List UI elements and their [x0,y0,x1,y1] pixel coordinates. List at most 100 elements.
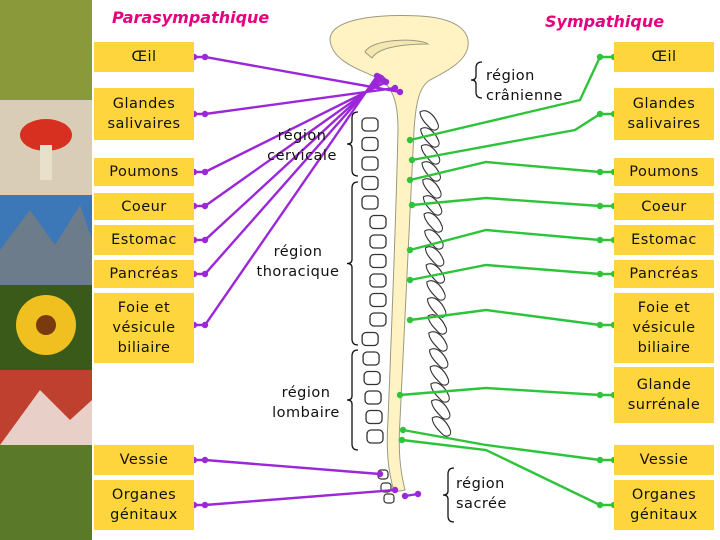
right-organ-pancreas: Pancréas [614,260,714,288]
photo-strip [0,0,92,540]
right-organ-bladder: Vessie [614,445,714,475]
region-cervical-label: région cervicale [267,128,337,164]
forest-photo [0,445,92,540]
vertebra [369,214,387,230]
para-nerve-bladder-node [376,470,384,478]
vertebra [361,136,379,152]
sacral-bracket [442,467,455,523]
symp-nerve-bladder [402,428,614,462]
region-sacral-label: région sacrée [456,476,507,512]
left-organ-lungs: Poumons [94,158,194,186]
left-organ-salivary-glands: Glandes salivaires [94,88,194,140]
symp-nerve-heart-node [408,201,416,209]
para-nerve-eye-node [396,88,404,96]
symp-nerve-liver-node [406,316,414,324]
sympathetic-ganglion [426,297,447,318]
sympathetic-title: Sympathique [545,12,665,31]
sympathetic-ganglion [431,399,451,420]
para-nerve-liver [194,75,378,327]
symp-nerve-bladder-node [596,456,604,464]
left-organ-liver-gallbladder: Foie et vésicule biliaire [94,293,194,363]
sympathetic-ganglion [421,161,441,182]
symp-nerve-liver-node [596,321,604,329]
symp-nerve-genitals [401,438,614,507]
region-cranial-label: région crânienne [486,68,563,104]
para-nerve-sacral-stub-node [401,492,409,500]
symp-nerve-salivary-node [408,156,416,164]
left-organ-eye: Œil [94,42,194,72]
para-nerve-genitals-node [391,486,399,494]
para-nerve-sacral-stub-node [414,490,422,498]
symp-nerve-heart-node [596,202,604,210]
para-nerve-genitals-node [201,501,209,509]
left-organ-genitals: Organes génitaux [94,480,194,530]
sympathetic-ganglion [422,195,443,216]
symp-nerve-salivary-node [596,110,604,118]
symp-nerve-stomach-node [596,236,604,244]
sympathetic-ganglion [420,144,441,165]
sympathetic-ganglion [425,263,446,284]
cranial-bracket [470,61,483,99]
vertebra [369,253,387,269]
symp-nerve-pancreas-node [406,276,414,284]
sympathetic-ganglion [419,110,439,131]
symp-nerve-lungs-node [596,168,604,176]
vertebra [362,351,380,366]
sympathetic-ganglion [426,280,446,301]
symp-nerve-heart [411,196,614,208]
symp-nerve-eye-node [406,136,414,144]
para-nerve-genitals [194,488,396,507]
symp-nerve-eye-node [596,53,604,61]
tree-photo [0,0,92,100]
symp-nerve-salivary [411,112,614,162]
vertebra [364,390,382,405]
right-organ-liver-gallbladder: Foie et vésicule biliaire [614,293,714,363]
para-nerve-liver-node [201,321,209,329]
region-thoracic-label: région thoracique [256,244,340,280]
symp-nerve-stomach [409,228,614,252]
para-nerve-heart-node [201,202,209,210]
para-nerve-salivary-node [391,84,399,92]
sympathetic-ganglion [428,331,448,352]
symp-nerve-adrenal-node [596,391,604,399]
vertebra [369,234,387,249]
symp-nerve-adrenal [399,386,614,397]
vertebra [361,117,379,132]
symp-nerve-lungs-node [406,176,414,184]
sympathetic-ganglion [423,212,444,233]
symp-nerve-pancreas-node [596,270,604,278]
symp-nerve-pancreas [409,263,614,282]
symp-nerve-eye [409,55,614,142]
right-organ-adrenal-gland: Glande surrénale [614,367,714,423]
brain-fold [364,39,430,59]
symp-nerve-liver [409,308,614,327]
symp-nerve-genitals-node [596,501,604,509]
para-nerve-bladder [194,458,381,476]
cervical-bracket [346,111,359,177]
parasympathetic-title: Parasympathique [112,8,270,27]
vertebra [365,409,383,425]
vertebra [369,273,387,288]
vertebra [366,429,384,444]
sympathetic-ganglion [424,246,445,267]
vertebra [363,370,381,386]
vertebra [369,292,387,308]
para-nerve-eye-node [201,53,209,61]
symp-nerve-stomach-node [406,246,414,254]
vertebra [361,195,379,210]
symp-nerve-lungs [409,160,614,182]
para-nerve-liver-node [373,72,381,80]
sacral-vertebra [383,493,395,504]
para-nerve-stomach-node [201,236,209,244]
sympathetic-ganglion [428,348,449,369]
spinal-cord [329,15,469,493]
sympathetic-ganglion [424,229,444,250]
para-nerve-salivary-node [201,110,209,118]
left-organ-pancreas: Pancréas [94,260,194,288]
sympathetic-ganglion [422,178,442,199]
left-organ-bladder: Vessie [94,445,194,475]
vertebra [369,312,387,327]
left-organ-stomach: Estomac [94,225,194,255]
